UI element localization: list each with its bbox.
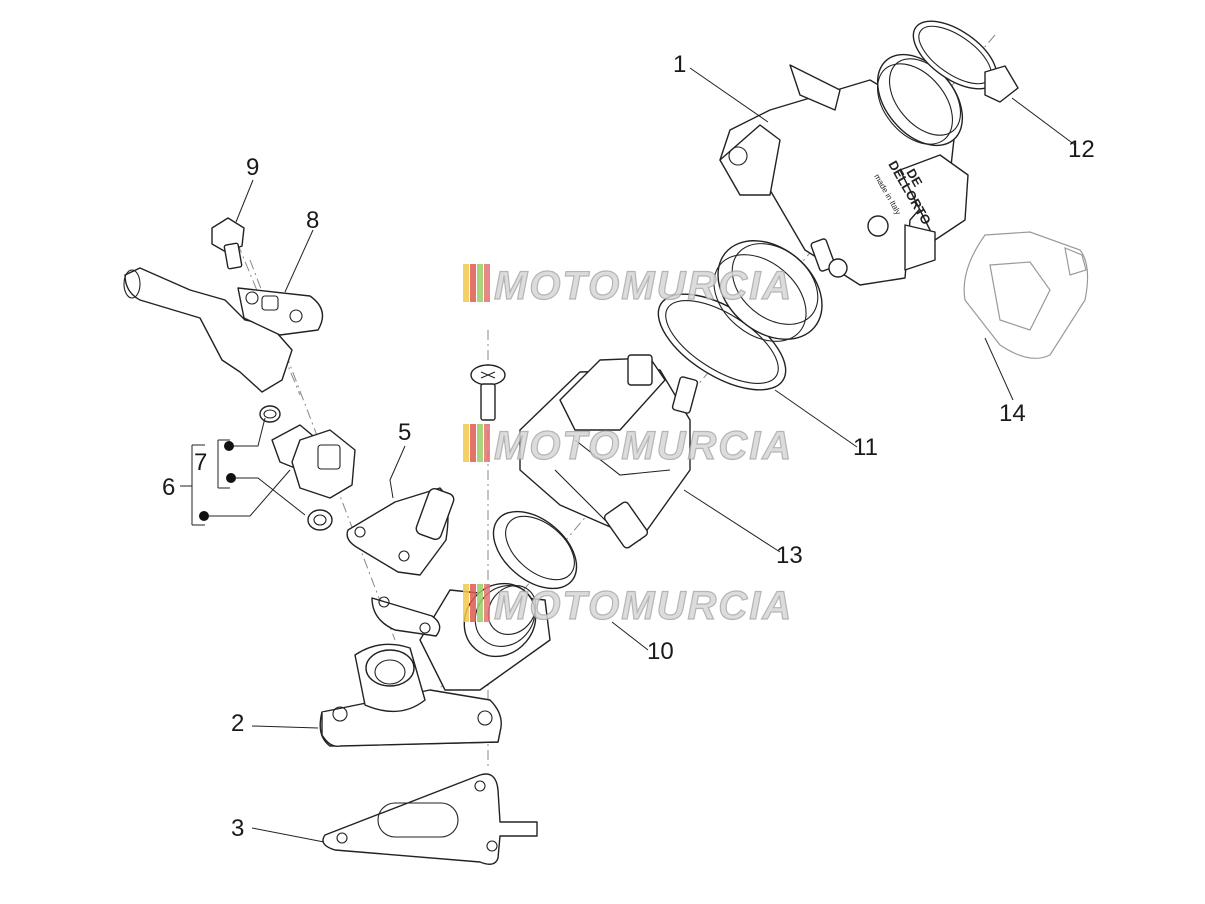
leader-1 bbox=[689, 67, 769, 123]
part-9-bolt bbox=[211, 217, 245, 270]
leader-14 bbox=[984, 337, 1014, 401]
part-5-bracket bbox=[346, 487, 455, 576]
leader-13 bbox=[683, 489, 781, 553]
screw bbox=[470, 364, 506, 421]
watermark-stripe-2 bbox=[477, 584, 483, 622]
dot-7a bbox=[224, 441, 234, 451]
watermark-top: MOTOMURCIA bbox=[463, 263, 793, 309]
callout-labels: 1 2 3 5 6 7 8 9 10 11 12 13 14 bbox=[162, 51, 1095, 842]
watermark-stripe-0 bbox=[463, 584, 469, 622]
leader-9 bbox=[235, 179, 254, 223]
watermark-stripe-0 bbox=[463, 424, 469, 462]
part-2-intake-manifold bbox=[319, 582, 551, 747]
callout-5: 5 bbox=[398, 419, 411, 446]
leader-5 bbox=[389, 445, 406, 499]
watermark-text-middle: MOTOMURCIA bbox=[494, 424, 793, 468]
callout-11: 11 bbox=[853, 434, 878, 461]
watermark-stripe-0 bbox=[463, 264, 469, 302]
callout-12: 12 bbox=[1068, 136, 1095, 163]
callout-9: 9 bbox=[246, 154, 259, 181]
callout-1: 1 bbox=[673, 51, 686, 78]
watermark-stripe-2 bbox=[477, 424, 483, 462]
part-13-coupling bbox=[519, 354, 699, 549]
watermark-middle: MOTOMURCIA bbox=[463, 423, 793, 469]
part-1-throttle-body: DE DELLORTO made in Italy bbox=[713, 53, 969, 342]
part-14-cover bbox=[963, 231, 1089, 359]
watermark-text-bottom: MOTOMURCIA bbox=[494, 584, 793, 628]
leader-lines bbox=[235, 67, 1076, 843]
callout-6: 6 bbox=[162, 474, 175, 501]
dot-6 bbox=[199, 511, 209, 521]
callout-3: 3 bbox=[231, 815, 244, 842]
callout-7: 7 bbox=[194, 449, 207, 476]
leader-8 bbox=[284, 229, 314, 293]
watermark-stripe-3 bbox=[484, 424, 490, 462]
callout-13: 13 bbox=[776, 542, 803, 569]
part-10-sleeve bbox=[492, 510, 578, 590]
watermark-stripe-1 bbox=[470, 264, 476, 302]
part-3-gasket bbox=[322, 773, 538, 865]
group-bracket-6-7 bbox=[180, 417, 306, 526]
leader-10 bbox=[611, 621, 649, 651]
part-12-hose-clamp bbox=[912, 20, 1019, 103]
part-8-injector-holder bbox=[123, 267, 324, 393]
part-7-injector bbox=[259, 405, 356, 531]
callout-8: 8 bbox=[306, 207, 319, 234]
leader-3 bbox=[251, 827, 325, 843]
callout-14: 14 bbox=[999, 400, 1026, 427]
watermark-text-top: MOTOMURCIA bbox=[494, 264, 793, 308]
watermark-bottom: MOTOMURCIA bbox=[463, 583, 793, 629]
leader-12 bbox=[1011, 97, 1076, 146]
callout-10: 10 bbox=[647, 638, 674, 665]
dot-7b bbox=[226, 473, 236, 483]
watermark-stripe-3 bbox=[484, 264, 490, 302]
watermark-stripe-2 bbox=[477, 264, 483, 302]
leader-11 bbox=[774, 389, 858, 448]
callout-2: 2 bbox=[231, 710, 244, 737]
watermark-stripe-1 bbox=[470, 584, 476, 622]
watermark-stripe-3 bbox=[484, 584, 490, 622]
watermark-stripe-1 bbox=[470, 424, 476, 462]
leader-2 bbox=[251, 725, 319, 729]
